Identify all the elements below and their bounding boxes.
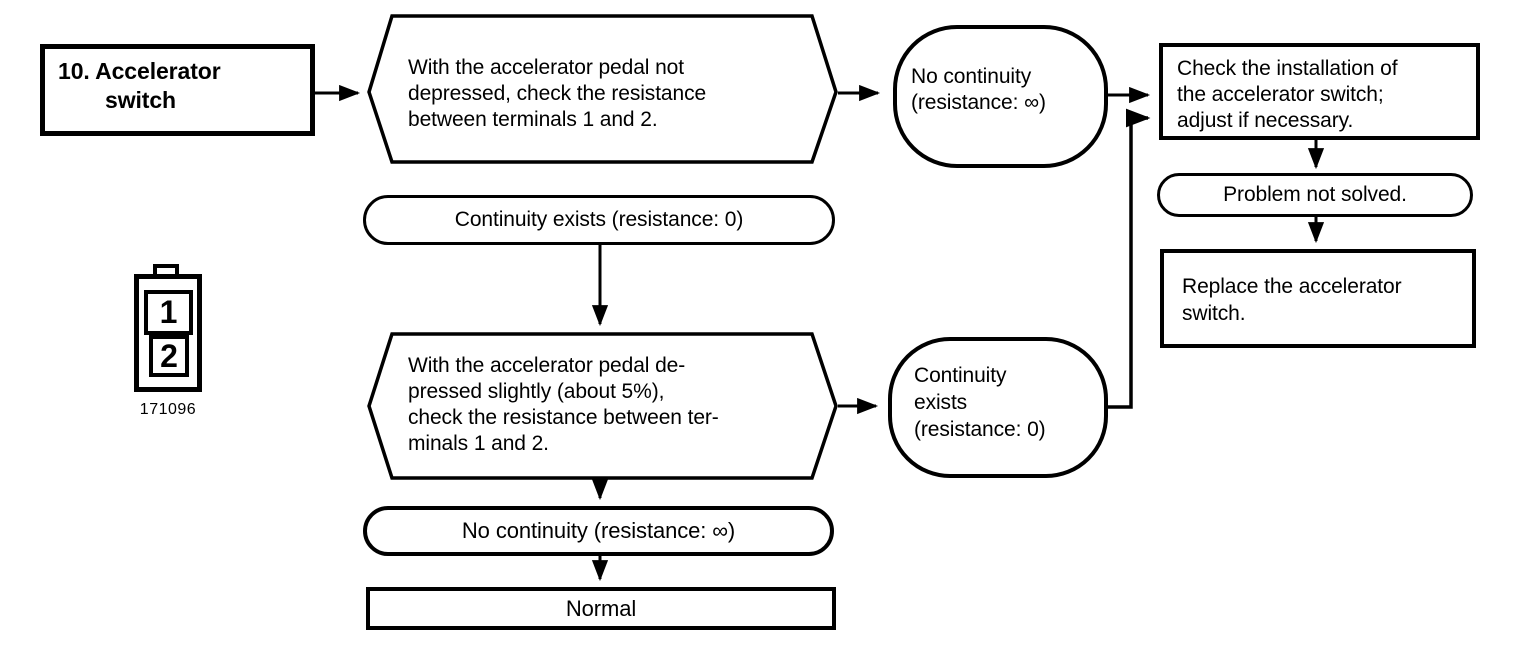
test-step-2-line2: pressed slightly (about 5%), bbox=[408, 380, 665, 403]
connector-body-icon bbox=[134, 274, 202, 392]
check-installation-line2: the accelerator switch; bbox=[1177, 83, 1384, 106]
result-continuity-exists-text: Continuity exists (resistance: 0) bbox=[892, 341, 1104, 443]
connector-terminal-1: 1 bbox=[144, 290, 193, 335]
terminal-1-number: 1 bbox=[159, 294, 178, 330]
check-installation-line1: Check the installation of bbox=[1177, 57, 1398, 80]
hexagon-test-step-2 bbox=[367, 332, 838, 480]
test-step-1-line1: With the accelerator pedal not bbox=[408, 56, 684, 79]
result-continuity-exists-stadium: Continuity exists (resistance: 0) bbox=[363, 195, 835, 245]
result-no-continuity-text: No continuity (resistance: ∞) bbox=[897, 29, 1104, 116]
action-check-installation-text: Check the installation of the accelerato… bbox=[1163, 47, 1476, 134]
result-no-continuity-stadium: No continuity (resistance: ∞) bbox=[363, 506, 834, 556]
test-step-2-line3: check the resistance between ter- bbox=[408, 406, 719, 429]
problem-not-solved-label: Problem not solved. bbox=[1223, 183, 1407, 206]
result-no-continuity-line2: (resistance: ∞) bbox=[911, 91, 1046, 114]
no-continuity-label: No continuity (resistance: ∞) bbox=[461, 518, 736, 543]
test-step-2-text: With the accelerator pedal de- pressed s… bbox=[408, 353, 719, 457]
normal-label: Normal bbox=[565, 595, 637, 621]
step-title: 10. Accelerator switch bbox=[58, 57, 221, 115]
result-normal-box: Normal bbox=[366, 587, 836, 630]
result-no-continuity-line1: No continuity bbox=[911, 65, 1032, 88]
continuity-oval-line3: (resistance: 0) bbox=[914, 418, 1046, 441]
terminal-2-number: 2 bbox=[160, 337, 178, 374]
continuity-oval-line1: Continuity bbox=[914, 364, 1007, 387]
result-no-continuity-oval: No continuity (resistance: ∞) bbox=[893, 25, 1108, 168]
continuity-oval-line2: exists bbox=[914, 391, 968, 414]
result-continuity-exists-oval: Continuity exists (resistance: 0) bbox=[888, 337, 1108, 478]
test-step-1-line2: depressed, check the resistance bbox=[408, 82, 707, 105]
test-step-1-text: With the accelerator pedal not depressed… bbox=[408, 55, 706, 133]
test-step-2-line4: minals 1 and 2. bbox=[408, 432, 549, 455]
connector-terminal-2: 2 bbox=[149, 335, 189, 377]
replace-switch-line1: Replace the accelerator bbox=[1182, 275, 1402, 298]
test-step-2-line1: With the accelerator pedal de- bbox=[408, 354, 686, 377]
arrow-continuity-to-check-box bbox=[1106, 108, 1151, 409]
action-replace-switch-box: Replace the accelerator switch. bbox=[1160, 249, 1476, 348]
step-title-line1: 10. Accelerator bbox=[58, 58, 221, 84]
check-installation-line3: adjust if necessary. bbox=[1177, 109, 1354, 132]
step-title-line2: switch bbox=[105, 87, 176, 113]
figure-number: 171096 bbox=[139, 401, 197, 418]
test-step-1-line3: between terminals 1 and 2. bbox=[408, 108, 658, 131]
action-check-installation-box: Check the installation of the accelerato… bbox=[1159, 43, 1480, 140]
step-title-box bbox=[40, 44, 315, 136]
action-replace-switch-text: Replace the accelerator switch. bbox=[1164, 253, 1472, 327]
continuity-exists-label: Continuity exists (resistance: 0) bbox=[454, 208, 744, 231]
hexagon-test-step-1 bbox=[367, 14, 838, 164]
replace-switch-line2: switch. bbox=[1182, 302, 1246, 325]
result-problem-not-solved: Problem not solved. bbox=[1157, 173, 1473, 217]
